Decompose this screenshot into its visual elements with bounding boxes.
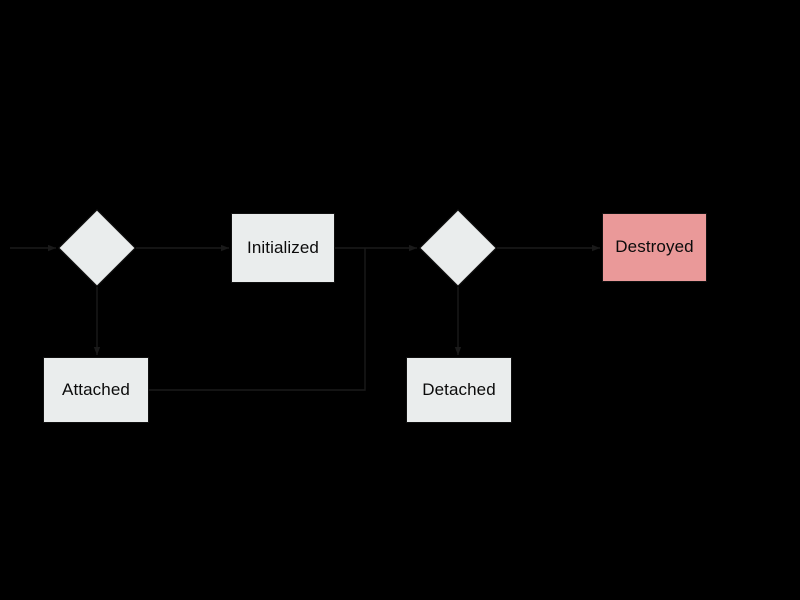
decision-node-1[interactable] [58,209,136,287]
state-node-initialized[interactable]: Initialized [231,213,335,283]
state-node-detached[interactable]: Detached [406,357,512,423]
node-label-initialized: Initialized [247,237,319,257]
diamond-shape [419,209,497,287]
state-node-attached[interactable]: Attached [43,357,149,423]
edge-attached-decision2 [149,248,366,391]
state-node-destroyed[interactable]: Destroyed [602,213,707,282]
diamond-shape [58,209,136,287]
decision-node-2[interactable] [419,209,497,287]
node-label-attached: Attached [62,379,130,399]
node-label-detached: Detached [422,379,496,399]
node-label-destroyed: Destroyed [615,237,694,257]
